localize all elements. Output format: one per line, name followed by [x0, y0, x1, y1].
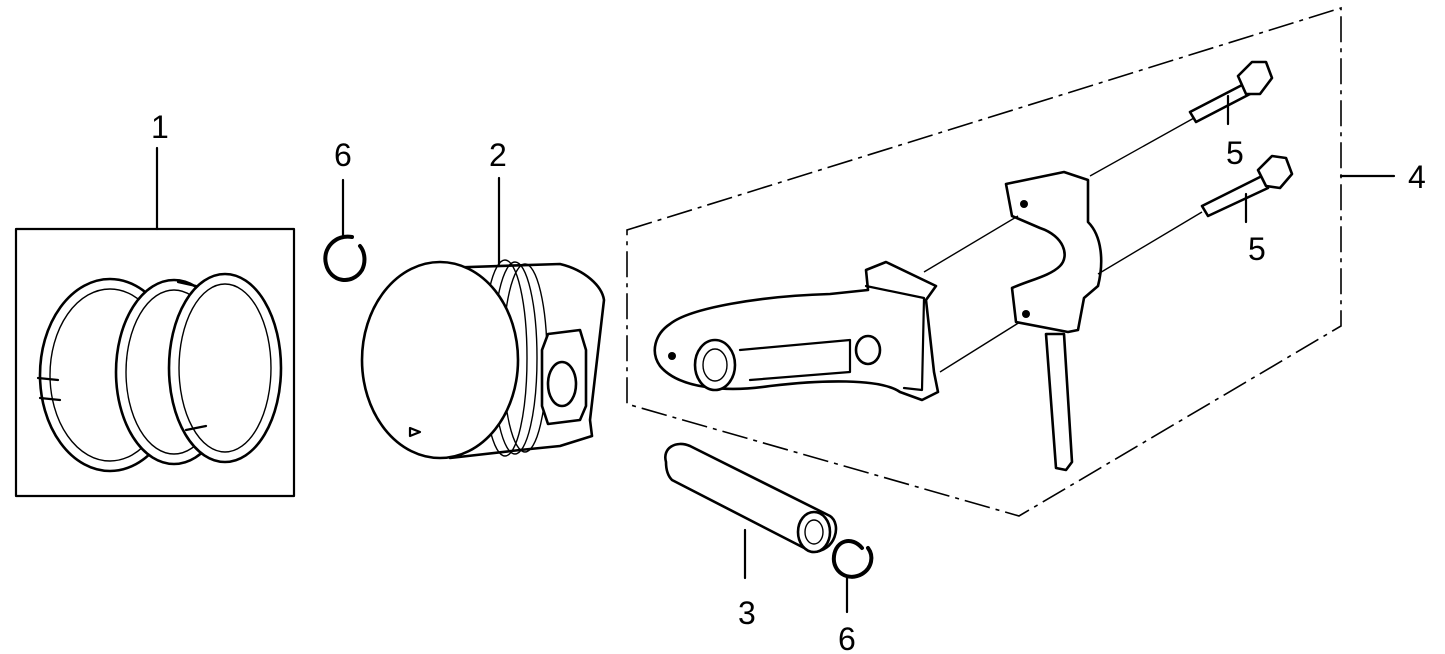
piston	[360, 176, 606, 460]
piston-pin-clip-lower	[831, 539, 874, 614]
rod-bolt-upper-shank	[1188, 82, 1252, 124]
rod-cap-dipper	[1044, 332, 1074, 472]
rod-big-end-face	[864, 284, 926, 392]
piston-pin-body	[664, 442, 838, 554]
callout-1: 1	[151, 109, 169, 145]
oil-ring	[167, 272, 283, 464]
piston-pin-clip-upper	[323, 178, 367, 282]
rod-bolt-boss	[854, 334, 882, 366]
connecting-rod-assembly	[626, 6, 1396, 517]
callout-5-lower: 5	[1248, 231, 1266, 267]
piston-pin	[664, 442, 838, 580]
oil-hole	[668, 352, 676, 360]
circlip-lower	[831, 539, 874, 579]
callout-2: 2	[489, 137, 507, 173]
rod-bolt-lower-shank	[1200, 174, 1270, 218]
rod-bolt-lower	[1200, 154, 1294, 224]
crown-arrow-mark	[408, 426, 422, 438]
callout-6-upper: 6	[334, 137, 352, 173]
circlip-upper	[323, 234, 367, 282]
rod-beam-rib	[738, 338, 852, 382]
small-end-bore	[693, 338, 737, 392]
callout-4: 4	[1408, 159, 1426, 195]
callout-6-lower: 6	[838, 621, 856, 654]
piston-ring-set	[14, 146, 296, 498]
ring-set-frame	[14, 227, 296, 498]
rod-assembly-outline	[626, 6, 1342, 517]
callout-3: 3	[738, 595, 756, 631]
rod-bolt-upper	[1188, 60, 1274, 126]
piston-pin-end	[796, 510, 832, 554]
rod-bolt-lower-head	[1256, 154, 1294, 190]
piston-crown	[360, 260, 520, 460]
rod-cap	[1004, 170, 1103, 334]
rod-bolt-upper-head	[1236, 60, 1274, 96]
piston-pin-hole	[546, 360, 578, 408]
callout-5-upper: 5	[1226, 135, 1244, 171]
